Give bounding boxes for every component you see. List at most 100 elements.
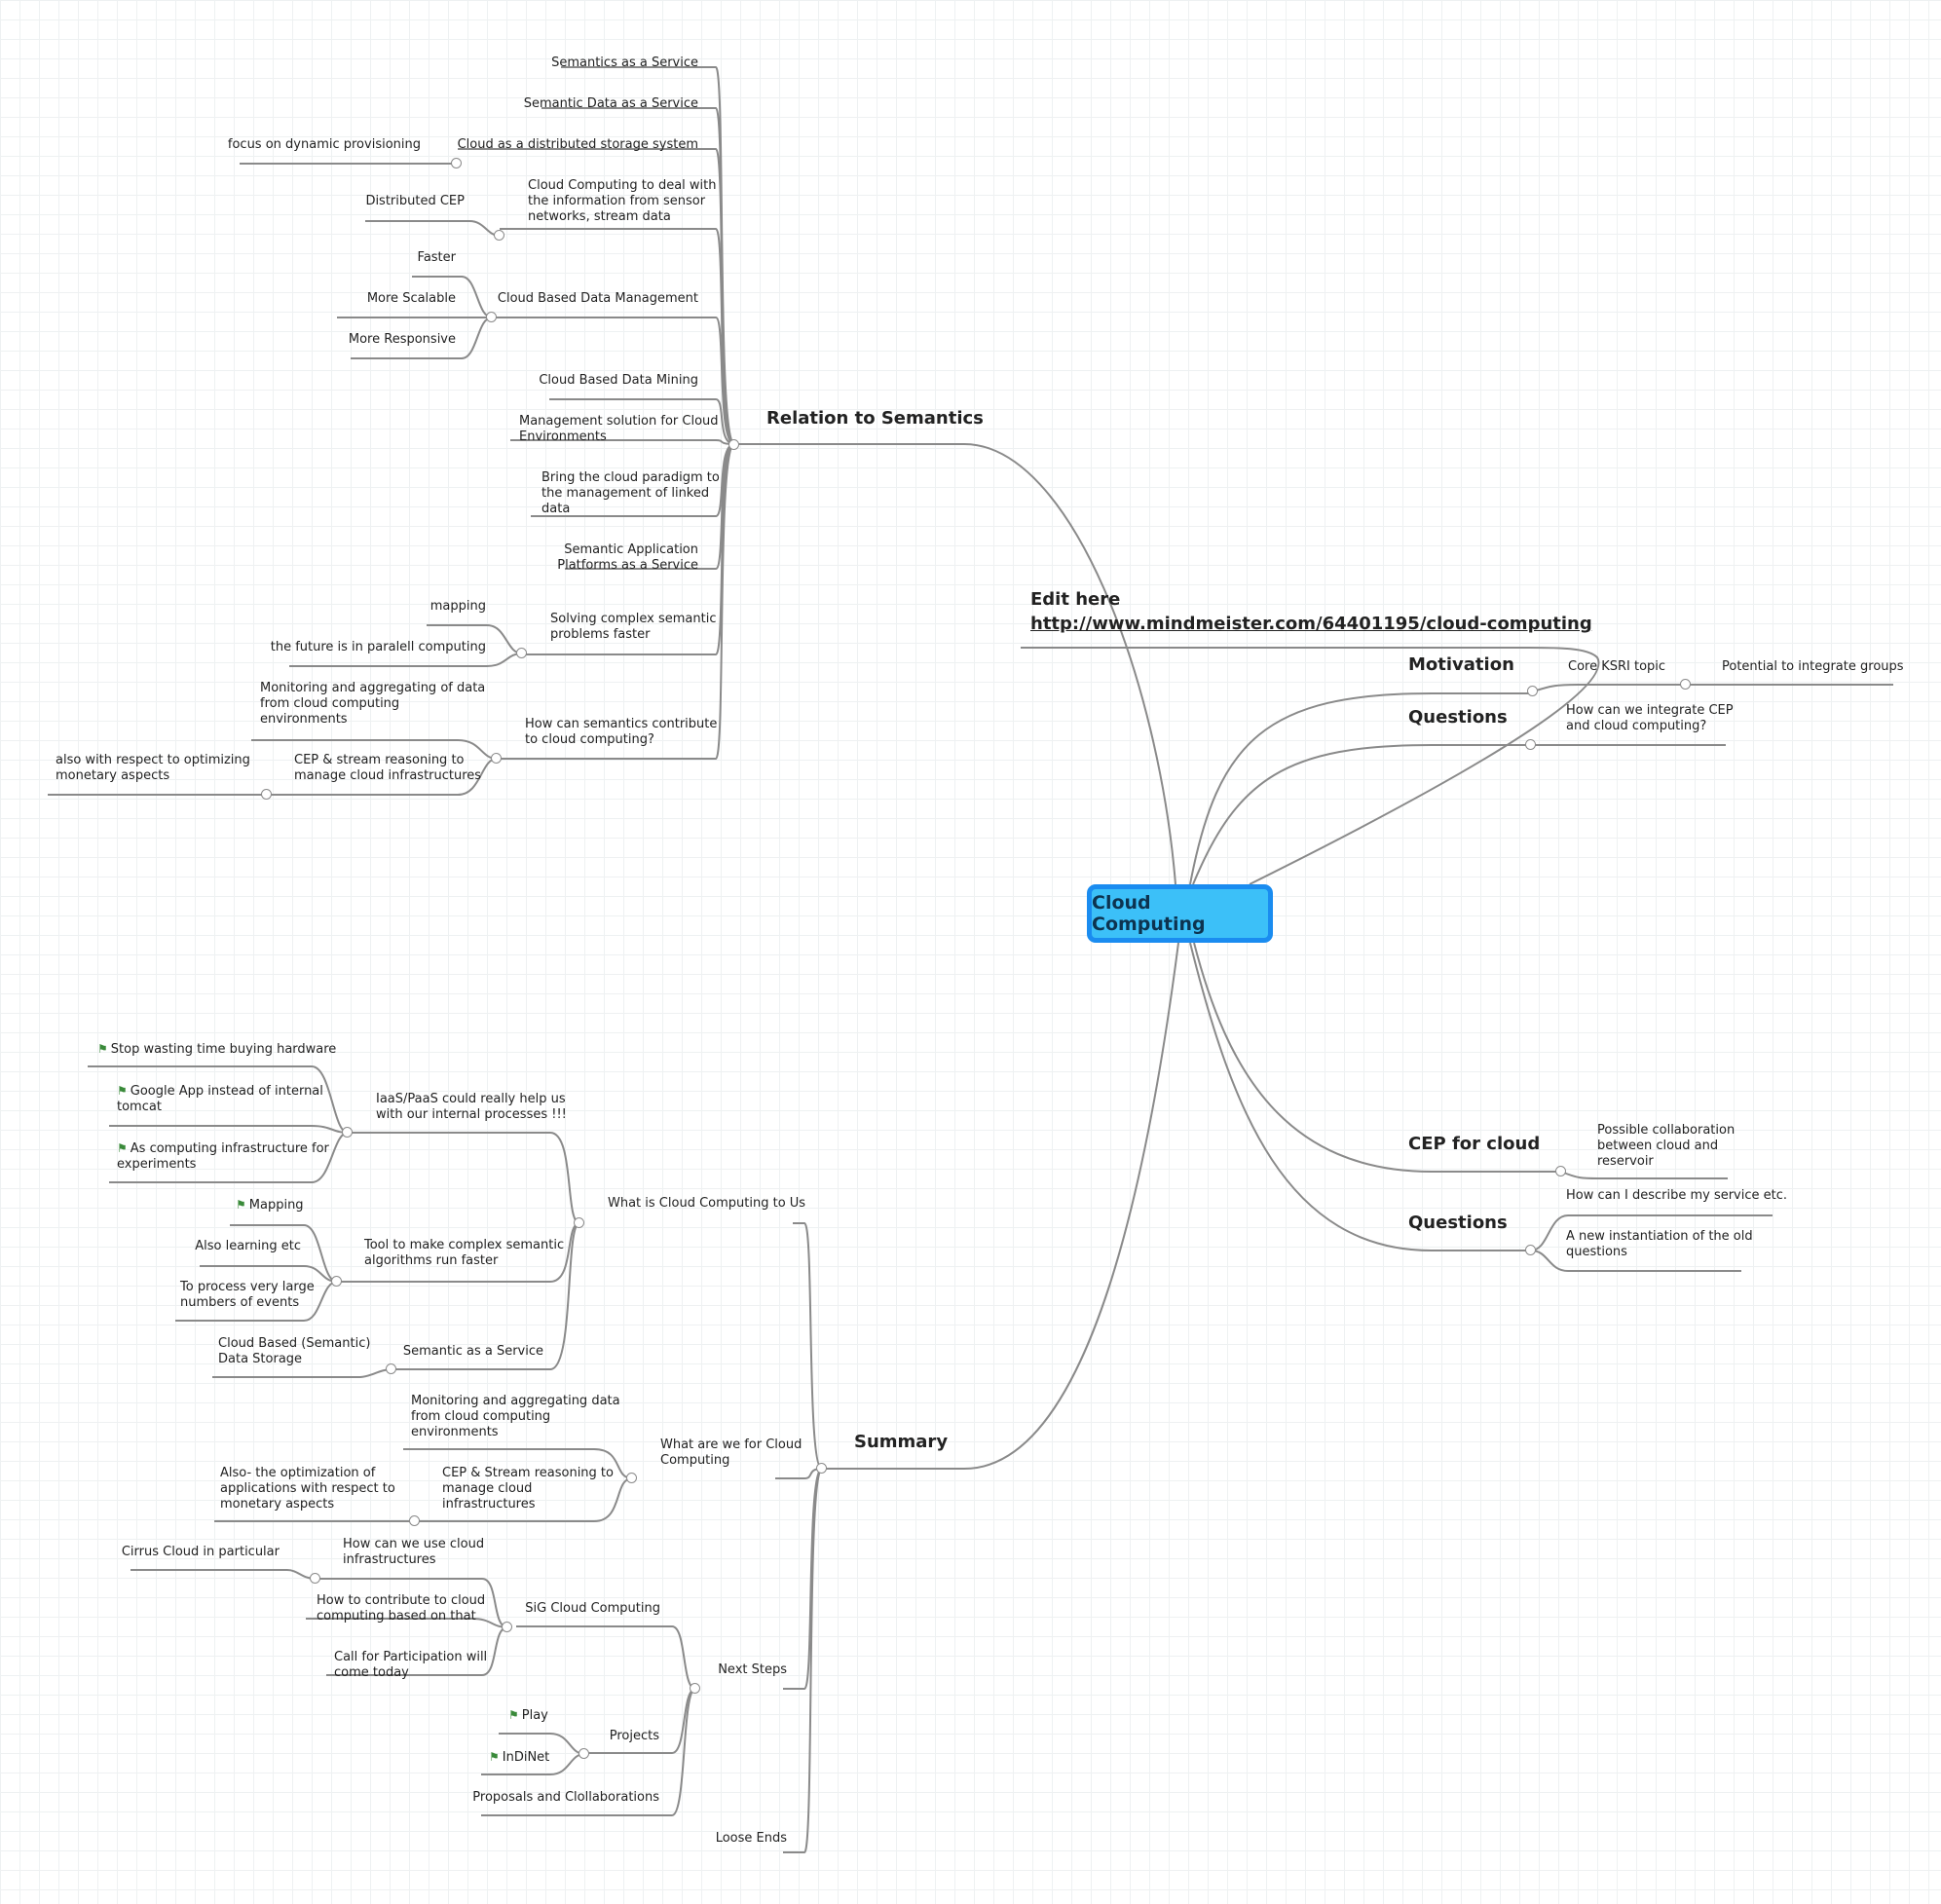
connector: [734, 443, 1176, 885]
node-knob[interactable]: [261, 789, 272, 800]
node-knob[interactable]: [816, 1463, 827, 1474]
topic-semantic-as-a-service[interactable]: Semantic as a Service: [402, 1344, 543, 1359]
connector: [500, 228, 735, 445]
node-knob[interactable]: [342, 1127, 353, 1138]
node-knob[interactable]: [409, 1515, 420, 1526]
topic-also-learning[interactable]: Also learning etc: [195, 1239, 301, 1253]
topic-semantics-as-a-service[interactable]: Semantics as a Service: [551, 56, 698, 70]
flag-icon: ⚑: [117, 1141, 128, 1155]
connector: [481, 1688, 696, 1816]
topic-parallel-computing[interactable]: the future is in paralell computing: [270, 640, 486, 654]
connector: [1193, 942, 1561, 1173]
connector: [1530, 1250, 1741, 1272]
node-knob[interactable]: [386, 1363, 396, 1374]
node-knob[interactable]: [1525, 739, 1536, 750]
topic-mapping-flag[interactable]: ⚑Mapping: [236, 1198, 304, 1213]
topic-more-responsive[interactable]: More Responsive: [348, 332, 456, 347]
topic-mapping-lower[interactable]: mapping: [429, 599, 486, 614]
node-knob[interactable]: [486, 312, 497, 322]
topic-dynamic-provisioning[interactable]: focus on dynamic provisioning: [227, 137, 421, 152]
topic-play[interactable]: ⚑Play: [508, 1708, 548, 1723]
topic-distributed-storage[interactable]: Cloud as a distributed storage system: [457, 137, 698, 152]
connector: [1530, 1214, 1773, 1251]
topic-next-steps[interactable]: Next Steps: [718, 1662, 787, 1677]
connector: [522, 443, 735, 655]
flag-icon: ⚑: [508, 1708, 519, 1722]
branch-questions-bottom[interactable]: Questions: [1408, 1213, 1508, 1233]
connector: [783, 1468, 823, 1690]
connector: [1189, 942, 1531, 1251]
topic-stop-wasting-time[interactable]: ⚑Stop wasting time buying hardware: [97, 1042, 337, 1057]
topic-cirrus-cloud[interactable]: Cirrus Cloud in particular: [121, 1545, 280, 1559]
topic-distributed-cep[interactable]: Distributed CEP: [365, 194, 465, 208]
connector: [541, 107, 735, 445]
node-knob[interactable]: [574, 1217, 584, 1228]
node-knob[interactable]: [1555, 1166, 1566, 1176]
node-knob[interactable]: [502, 1622, 512, 1632]
root-node[interactable]: Cloud Computing: [1087, 884, 1273, 943]
topic-cloud-data-storage[interactable]: Cloud Based (Semantic)Data Storage: [218, 1336, 371, 1366]
node-knob[interactable]: [579, 1748, 589, 1759]
topic-indinet[interactable]: ⚑InDiNet: [489, 1750, 550, 1765]
flag-icon: ⚑: [97, 1042, 108, 1056]
connector: [1532, 684, 1685, 692]
branch-cep-for-cloud[interactable]: CEP for cloud: [1408, 1134, 1541, 1154]
branch-summary[interactable]: Summary: [854, 1432, 949, 1452]
branch-relation-to-semantics[interactable]: Relation to Semantics: [766, 408, 984, 429]
node-knob[interactable]: [310, 1573, 320, 1584]
node-knob[interactable]: [331, 1276, 342, 1287]
topic-loose-ends[interactable]: Loose Ends: [715, 1831, 787, 1846]
topic-faster[interactable]: Faster: [417, 250, 456, 265]
topic-describe-service[interactable]: How can I describe my service etc.: [1566, 1188, 1788, 1203]
node-knob[interactable]: [690, 1683, 700, 1694]
topic-sig-cloud-computing[interactable]: SiG Cloud Computing: [525, 1601, 660, 1616]
branch-questions-top[interactable]: Questions: [1408, 707, 1508, 728]
topic-core-ksri[interactable]: Core KSRI topic: [1568, 659, 1666, 674]
topic-what-is-cloud-to-us[interactable]: What is Cloud Computing to Us: [608, 1196, 806, 1211]
topic-projects[interactable]: Projects: [609, 1729, 659, 1743]
edit-note-link[interactable]: http://www.mindmeister.com/64401195/clou…: [1030, 614, 1592, 634]
branch-motivation[interactable]: Motivation: [1408, 654, 1514, 675]
topic-integrate-groups[interactable]: Potential to integrate groups: [1722, 659, 1904, 674]
node-knob[interactable]: [1527, 686, 1538, 696]
topic-cloud-data-management[interactable]: Cloud Based Data Management: [497, 291, 698, 306]
node-knob[interactable]: [451, 158, 462, 168]
node-knob[interactable]: [494, 230, 504, 241]
node-knob[interactable]: [1525, 1245, 1536, 1255]
topic-proposals[interactable]: Proposals and Clollaborations: [472, 1790, 659, 1805]
node-knob[interactable]: [626, 1473, 637, 1483]
node-knob[interactable]: [516, 648, 527, 658]
topic-more-scalable[interactable]: More Scalable: [366, 291, 456, 306]
node-knob[interactable]: [1680, 679, 1691, 690]
node-knob[interactable]: [491, 753, 502, 764]
node-knob[interactable]: [728, 439, 739, 450]
topic-semantic-data-as-a-service[interactable]: Semantic Data as a Service: [523, 96, 698, 111]
connector: [492, 317, 735, 445]
connector: [822, 942, 1179, 1470]
topic-cloud-data-mining[interactable]: Cloud Based Data Mining: [539, 373, 698, 388]
